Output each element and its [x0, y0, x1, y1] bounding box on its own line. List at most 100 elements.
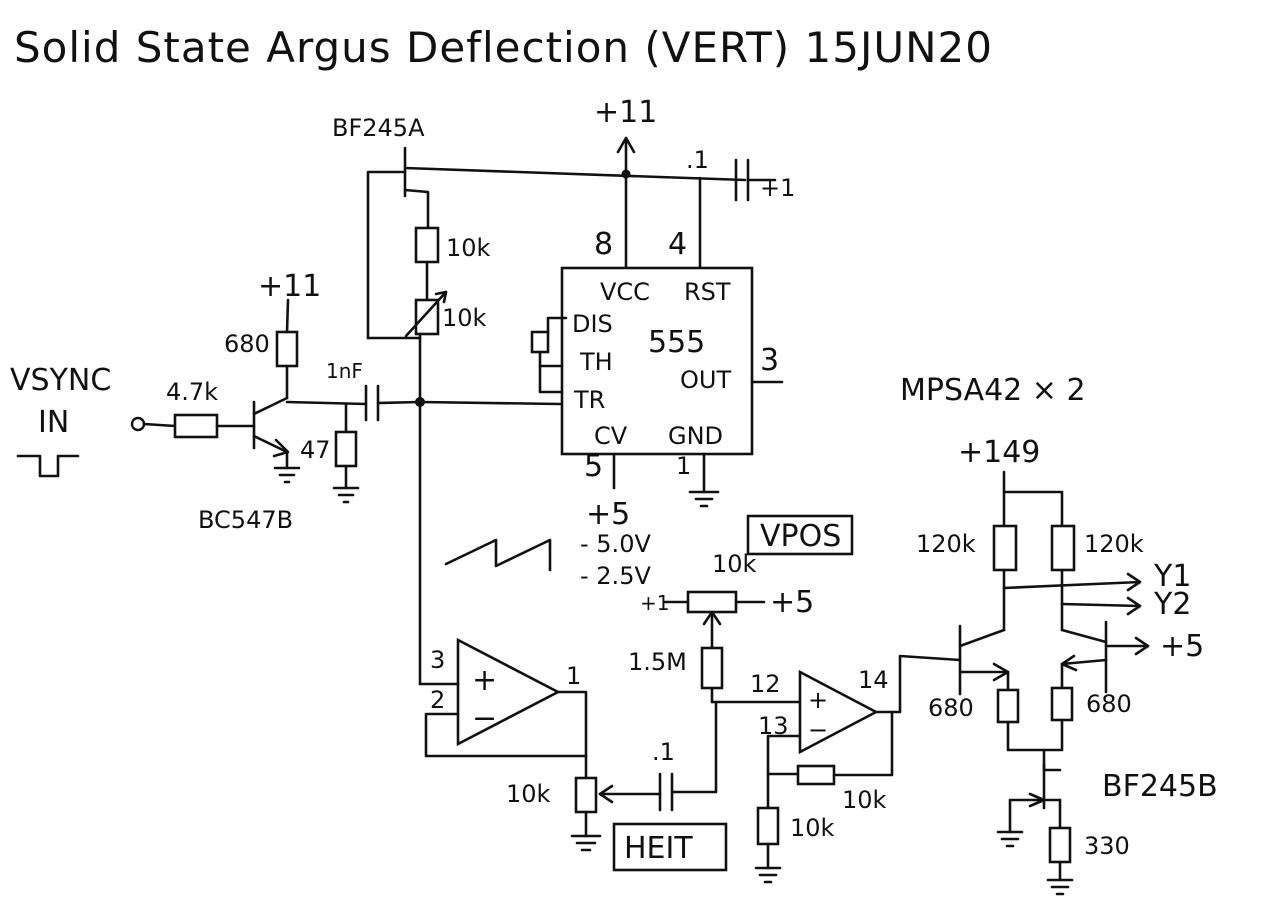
bypass-capacitor-gnd-label: +1 [760, 174, 795, 202]
bypass-capacitor-value: .1 [686, 146, 709, 174]
vsync-input-terminal [130, 416, 146, 432]
ground-symbol-r47 [332, 486, 360, 504]
ic-555-pin-3: 3 [760, 343, 779, 378]
resistor-feedback-value: 10k [842, 786, 887, 814]
resistor-gnd-value: 10k [790, 814, 835, 842]
opamp-amplifier [798, 669, 879, 755]
output-y2-label: Y2 [1153, 587, 1191, 622]
resistor-1m5-value: 1.5M [628, 648, 687, 676]
ic-555-pin-tr: TR [573, 386, 605, 414]
capacitor-height-value: .1 [652, 738, 675, 766]
resistor-680-right-value: 680 [1086, 690, 1132, 718]
ic-555-pin-5: 5 [584, 449, 603, 484]
resistor-10k-fixed-value: 10k [446, 234, 491, 262]
opamp1-plus: + [472, 663, 497, 698]
ground-symbol-height [570, 834, 602, 852]
resistor-gnd-10k [756, 806, 780, 846]
vpos-label: VPOS [760, 519, 841, 554]
opamp2-pin-plus: 12 [750, 670, 781, 698]
jfet-bf245b [1008, 762, 1062, 834]
ic-555-pin-gnd: GND [668, 422, 723, 450]
ic-555-pin-dis: DIS [572, 310, 613, 338]
resistor-680-bias [275, 330, 299, 368]
output-y1-label: Y1 [1153, 559, 1191, 594]
resistor-10k-variable-value: 10k [442, 304, 487, 332]
transistor-bc547b-label: BC547B [198, 506, 293, 534]
ground-symbol-q1 [273, 466, 301, 484]
resistor-feedback-10k [796, 764, 836, 786]
ground-symbol-330 [1046, 878, 1074, 896]
ic-555 [560, 266, 754, 456]
ramp-low-label: - 2.5V [580, 562, 651, 590]
opamp2-minus: − [808, 716, 828, 744]
supply-hv-label: +149 [958, 435, 1040, 470]
ic-555-name: 555 [648, 325, 705, 360]
ic-555-pin-out: OUT [680, 366, 731, 394]
vsync-label: VSYNC [10, 363, 111, 398]
vsync-pulse-symbol [16, 454, 80, 478]
height-box [612, 822, 728, 872]
resistor-1m5 [700, 646, 724, 690]
ic-555-pin-cv: CV [594, 422, 628, 450]
transistor-mpsa42-right [1060, 620, 1150, 694]
ic-555-pin-4: 4 [668, 227, 687, 262]
ramp-high-label: - 5.0V [580, 530, 651, 558]
resistor-120k-right [1050, 524, 1076, 572]
resistor-120k-right-value: 120k [1084, 530, 1144, 558]
ic-555-pin-rst: RST [684, 278, 731, 306]
ramp-waveform [444, 538, 552, 572]
opamp1-minus: − [472, 701, 497, 736]
opamp1-pin-minus: 2 [430, 686, 445, 714]
supply-left-label: +11 [258, 269, 321, 304]
resistor-4k7-value: 4.7k [166, 378, 218, 406]
hv-pair-label: MPSA42 × 2 [900, 373, 1086, 408]
transistor-mpsa42-left [958, 624, 1010, 696]
resistor-47 [334, 430, 358, 468]
ic-555-pin-1: 1 [676, 452, 691, 480]
jfet-bf245a [366, 146, 430, 340]
supply-top-label: +11 [594, 95, 657, 130]
output-five-label: +5 [1160, 629, 1204, 664]
ground-symbol-555 [688, 490, 720, 508]
pot-vpos-supply: +5 [770, 585, 814, 620]
resistor-120k-left-value: 120k [916, 530, 976, 558]
pot-vpos-left-label: +1 [640, 591, 669, 615]
opamp-buffer [456, 637, 561, 747]
capacitor-height [658, 772, 674, 812]
ic-555-pin-th: TH [579, 348, 613, 376]
resistor-4k7 [173, 413, 219, 439]
ic-555-pin-vcc: VCC [600, 278, 650, 306]
dis-resistor [530, 330, 550, 354]
vpos-box [746, 514, 854, 556]
supply-555-cv-label: +5 [586, 497, 630, 532]
resistor-680-left-emitter [996, 688, 1020, 724]
capacitor-1nf [364, 384, 422, 422]
opamp1-pin-plus: 3 [430, 646, 445, 674]
ic-555-pin-8: 8 [594, 227, 613, 262]
ground-symbol-opamp2 [754, 866, 782, 884]
resistor-680-left-value: 680 [928, 694, 974, 722]
top-supply-rail [403, 136, 747, 282]
resistor-120k-left [992, 524, 1018, 572]
resistor-10k-fixed [414, 226, 440, 264]
opamp1-pin-out: 1 [566, 662, 581, 690]
jfet-top-label: BF245A [332, 114, 425, 142]
bypass-capacitor [734, 158, 777, 202]
resistor-330-value: 330 [1084, 832, 1130, 860]
pot-vpos-value: 10k [712, 550, 757, 578]
resistor-330 [1048, 826, 1072, 864]
height-label: HEIT [624, 831, 693, 866]
pot-height-value: 10k [506, 780, 551, 808]
resistor-680-value: 680 [224, 330, 270, 358]
resistor-680-right-emitter [1050, 686, 1074, 722]
transistor-bc547b [252, 396, 290, 470]
opamp2-pin-out: 14 [858, 666, 889, 694]
opamp2-plus: + [808, 686, 828, 714]
pot-height [574, 776, 598, 814]
pot-vpos [686, 590, 738, 614]
vsync-in-label: IN [38, 405, 69, 440]
ground-symbol-bf245b [996, 830, 1024, 848]
jfet-bottom-label: BF245B [1102, 769, 1218, 804]
resistor-47-value: 47 [300, 436, 331, 464]
